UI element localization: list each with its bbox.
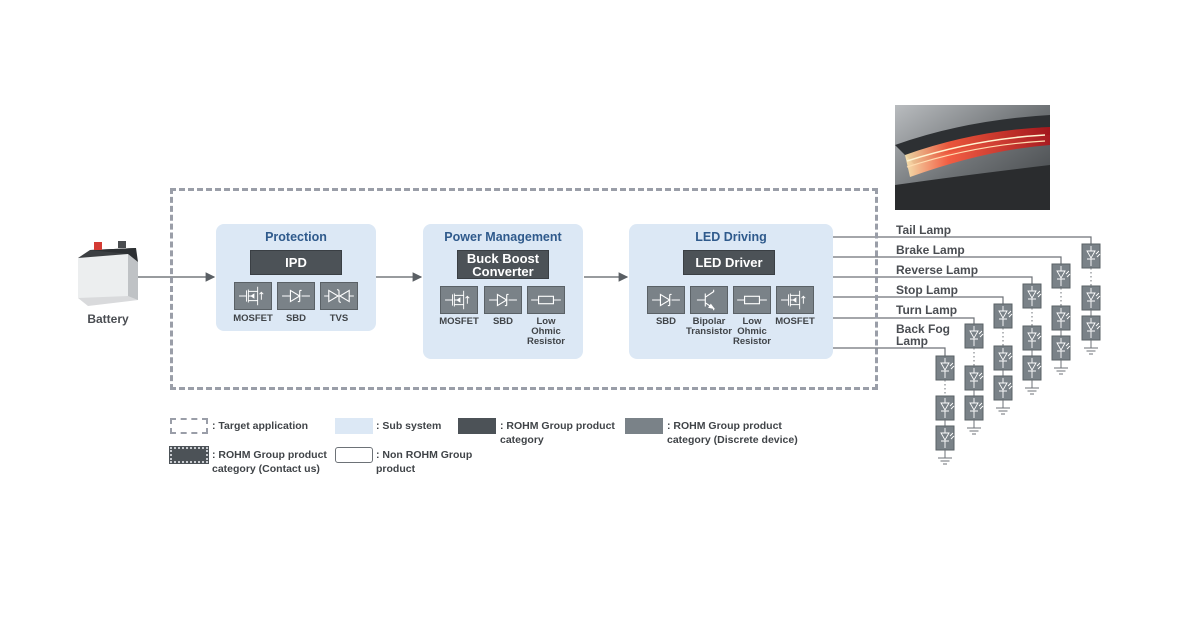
legend-target-swatch (170, 418, 208, 434)
device-label-mosfet: MOSFET (775, 316, 815, 327)
led-symbol (1086, 288, 1101, 308)
led-symbol (1056, 266, 1071, 286)
subsystem-title: LED Driving (695, 230, 767, 244)
lamp-label-reverse: Reverse Lamp (896, 263, 979, 277)
led-symbol (940, 428, 955, 448)
subsystem-power-management: Power Management Buck Boost Converter MO… (423, 224, 583, 359)
ground-icon (1084, 340, 1098, 355)
ipd-product: IPD (250, 250, 342, 275)
subsystem-led-driving: LED Driving LED Driver SBD Bipolar Trans… (629, 224, 833, 359)
led-symbol (969, 398, 984, 418)
lamp-label-backfog: Back Fog Lamp (896, 322, 951, 348)
led-symbol (1086, 318, 1101, 338)
car-tail-lamp-photo (895, 105, 1050, 210)
device-label-sbd: SBD (655, 316, 677, 327)
legend-rohm-discrete-swatch (625, 418, 663, 434)
lamp-label-stop: Stop Lamp (896, 283, 958, 297)
legend-rohm-discrete-label: : ROHM Group product category (Discrete … (667, 420, 798, 446)
device-label-sbd: SBD (285, 313, 307, 324)
led-symbol (998, 378, 1013, 398)
led-symbol (998, 306, 1013, 326)
sbd-discrete (484, 286, 522, 314)
sbd-discrete (277, 282, 315, 310)
device-label-bipolar: Bipolar Transistor (686, 316, 732, 337)
product-line-1: Buck Boost (466, 250, 540, 266)
led-symbol (998, 348, 1013, 368)
ground-icon (1025, 380, 1039, 395)
sbd-discrete (647, 286, 685, 314)
led-symbol (969, 326, 984, 346)
legend-non-rohm-label: : Non ROHM Group product (376, 449, 473, 475)
ground-icon (938, 450, 952, 465)
led-symbol (969, 368, 984, 388)
device-label-tvs: TVS (329, 313, 349, 324)
device-label-mosfet: MOSFET (439, 316, 479, 327)
subsystem-title: Power Management (444, 230, 562, 244)
led-symbol (940, 398, 955, 418)
battery-icon (74, 240, 140, 310)
legend-non-rohm-swatch (335, 447, 373, 463)
led-symbol (1086, 246, 1101, 266)
tvs-discrete (320, 282, 358, 310)
legend-rohm-product-label: : ROHM Group product category (500, 420, 615, 446)
mosfet-discrete (234, 282, 272, 310)
legend-rohm-product-swatch (458, 418, 496, 434)
device-label-resistor: Low Ohmic Resistor (732, 316, 771, 347)
mosfet-discrete (440, 286, 478, 314)
led-driver-product: LED Driver (683, 250, 775, 275)
resistor-discrete (527, 286, 565, 314)
legend-contact-swatch (169, 446, 209, 464)
battery-label: Battery (87, 312, 129, 326)
lamp-label-brake: Brake Lamp (896, 243, 965, 257)
device-label-sbd: SBD (492, 316, 514, 327)
bipolar-transistor-discrete (690, 286, 728, 314)
ground-icon (967, 420, 981, 435)
led-symbol (1027, 286, 1042, 306)
target-application-boundary (170, 188, 878, 390)
legend-subsystem-label: : Sub system (376, 420, 442, 432)
subsystem-protection: Protection IPD MOSFET SBD TVS (216, 224, 376, 331)
legend-subsystem-swatch (335, 418, 373, 434)
led-symbol (1056, 338, 1071, 358)
lamp-label-turn: Turn Lamp (896, 303, 958, 317)
led-symbol (1027, 358, 1042, 378)
device-label-resistor: Low Ohmic Resistor (526, 316, 565, 347)
legend-target-label: : Target application (212, 420, 309, 432)
buck-boost-converter-product: Buck Boost Converter (457, 250, 549, 279)
mosfet-discrete (776, 286, 814, 314)
product-line-2: Converter (472, 263, 534, 279)
led-symbol (1056, 308, 1071, 328)
resistor-discrete (733, 286, 771, 314)
lamp-label-tail: Tail Lamp (896, 223, 952, 237)
legend-contact-label: : ROHM Group product category (Contact u… (212, 449, 327, 475)
ground-icon (996, 400, 1010, 415)
led-symbol (940, 358, 955, 378)
subsystem-title: Protection (265, 230, 327, 244)
ground-icon (1054, 360, 1068, 375)
device-label-mosfet: MOSFET (233, 313, 273, 324)
led-symbol (1027, 328, 1042, 348)
